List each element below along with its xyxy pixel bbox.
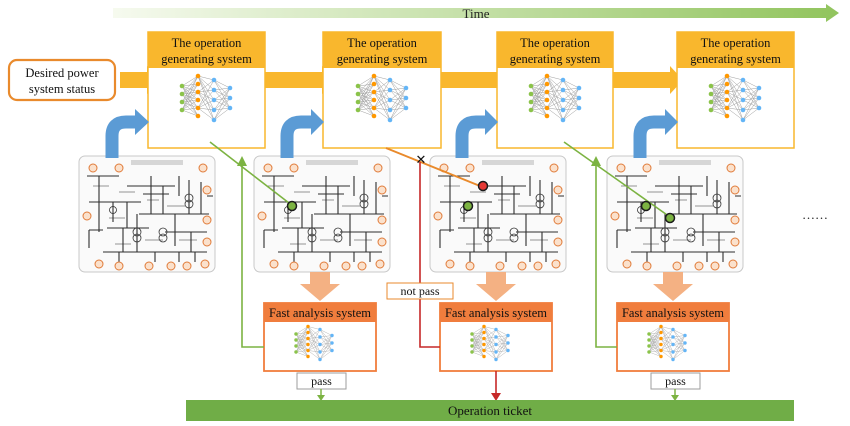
fast-analysis-system-2: Fast analysis system: [439, 302, 553, 372]
fast-analysis-system-1: Fast analysis system: [263, 302, 377, 372]
time-label: Time: [463, 6, 490, 21]
operation-system-3: The operation generating system: [496, 31, 614, 149]
operation-system-2: The operation generating system: [322, 31, 442, 149]
fast-analysis-label: Fast analysis system: [445, 306, 547, 320]
desired-status-line2: system status: [29, 82, 95, 96]
operation-title-line2: generating system: [690, 52, 781, 66]
feedback-arrow-heads: [135, 109, 678, 135]
highlight-nodes: [286, 180, 676, 224]
pass-text: pass: [311, 374, 332, 388]
continuation-ellipsis: ……: [802, 207, 828, 222]
operation-title-line2: generating system: [510, 52, 601, 66]
analysis-down-arrows: [300, 272, 693, 301]
fast-analysis-label: Fast analysis system: [622, 306, 724, 320]
operation-title-line2: generating system: [161, 52, 252, 66]
not-pass-text: not pass: [401, 284, 440, 298]
fast-analysis-label: Fast analysis system: [269, 306, 371, 320]
operation-system-1: The operation generating system: [147, 31, 266, 149]
green-feedback-lines: [209, 141, 671, 348]
changed-node: [640, 200, 652, 212]
power-grid-diagram-2: [253, 155, 391, 273]
power-grid-diagram-4: [606, 155, 744, 273]
green-arrow-heads: [237, 156, 601, 166]
pass-label-1: pass: [296, 372, 347, 390]
power-grid-diagram-1: [78, 155, 216, 273]
reject-x-icon: ✕: [416, 152, 427, 167]
feedback-arrows: [105, 115, 667, 158]
not-pass-path: ✕: [385, 147, 481, 348]
ticket-arrows: [317, 371, 679, 401]
fast-analysis-system-3: Fast analysis system: [616, 302, 730, 372]
pass-label-2: pass: [650, 372, 701, 390]
operation-title-line1: The operation: [520, 36, 591, 50]
operation-title-line1: The operation: [172, 36, 243, 50]
changed-node: [664, 212, 676, 224]
desired-status-box: Desired power system status: [7, 58, 117, 102]
failed-node: [477, 180, 489, 192]
not-pass-label: not pass: [386, 282, 454, 300]
changed-node: [286, 200, 298, 212]
operation-system-4: The operation generating system: [676, 31, 795, 149]
time-arrow: Time: [113, 4, 839, 22]
operation-ticket-label: Operation ticket: [448, 403, 532, 418]
operation-title-line2: generating system: [337, 52, 428, 66]
desired-status-line1: Desired power: [25, 66, 99, 80]
operation-ticket-bar: Operation ticket: [186, 400, 794, 421]
operation-title-line1: The operation: [347, 36, 418, 50]
changed-node: [462, 200, 474, 212]
operation-title-line1: The operation: [701, 36, 772, 50]
pass-text: pass: [665, 374, 686, 388]
